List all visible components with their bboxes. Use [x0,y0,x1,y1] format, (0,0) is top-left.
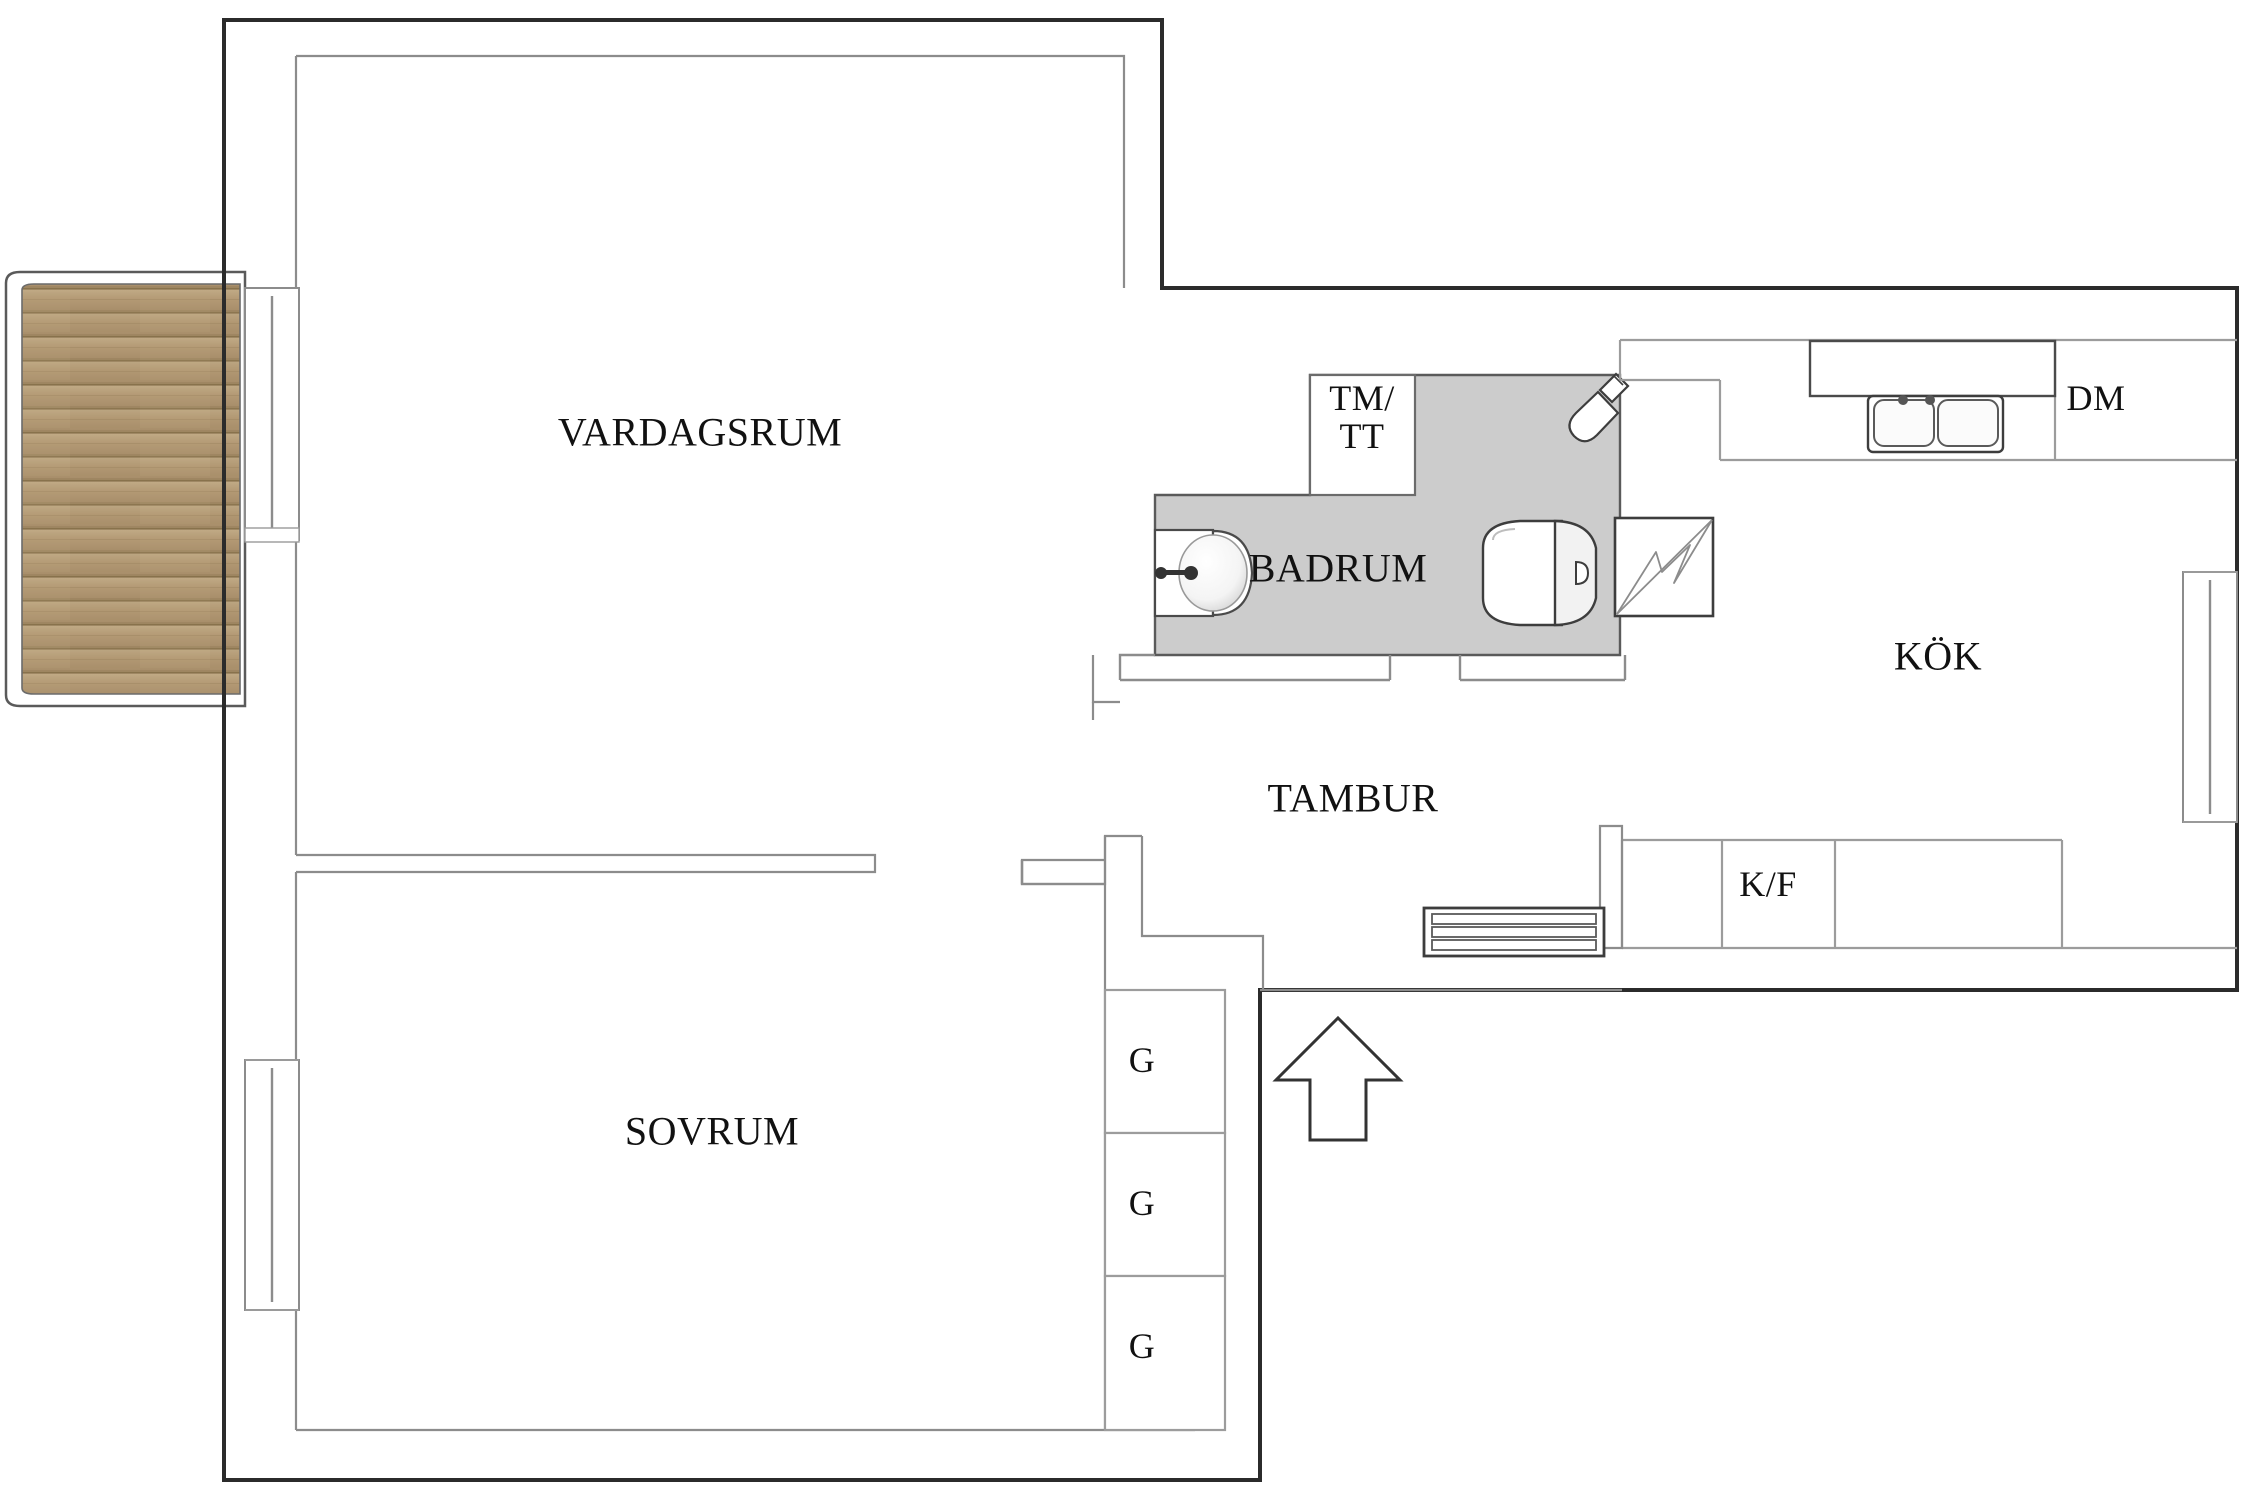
kitchen-window [2182,571,2238,823]
outer-walls [222,18,2239,1482]
closet-2 [1103,1131,1227,1278]
entrance-arrow-icon [1272,1015,1404,1142]
kitchen-lower-cabinets [1620,838,2237,950]
balcony-door-window [244,287,300,543]
kitchen-wall-cabinet [1808,339,2057,398]
balcony-deck [4,270,247,708]
radiator-icon [1422,906,1606,958]
closet-1 [1103,988,1227,1135]
washbasin-icon [1153,528,1254,618]
electrical-panel-icon [1613,516,1715,618]
bathroom-doorway [1091,655,1120,720]
hall-threshold-detail [1020,858,1105,886]
toilet-icon [1481,519,1598,627]
washer-dryer-unit [1308,373,1417,497]
closet-group [1103,988,1227,1432]
closet-3 [1103,1274,1227,1432]
kitchen-sink-icon [1866,394,2005,454]
bedroom-window [244,1059,300,1311]
inner-wall-outlines [294,54,1195,1432]
